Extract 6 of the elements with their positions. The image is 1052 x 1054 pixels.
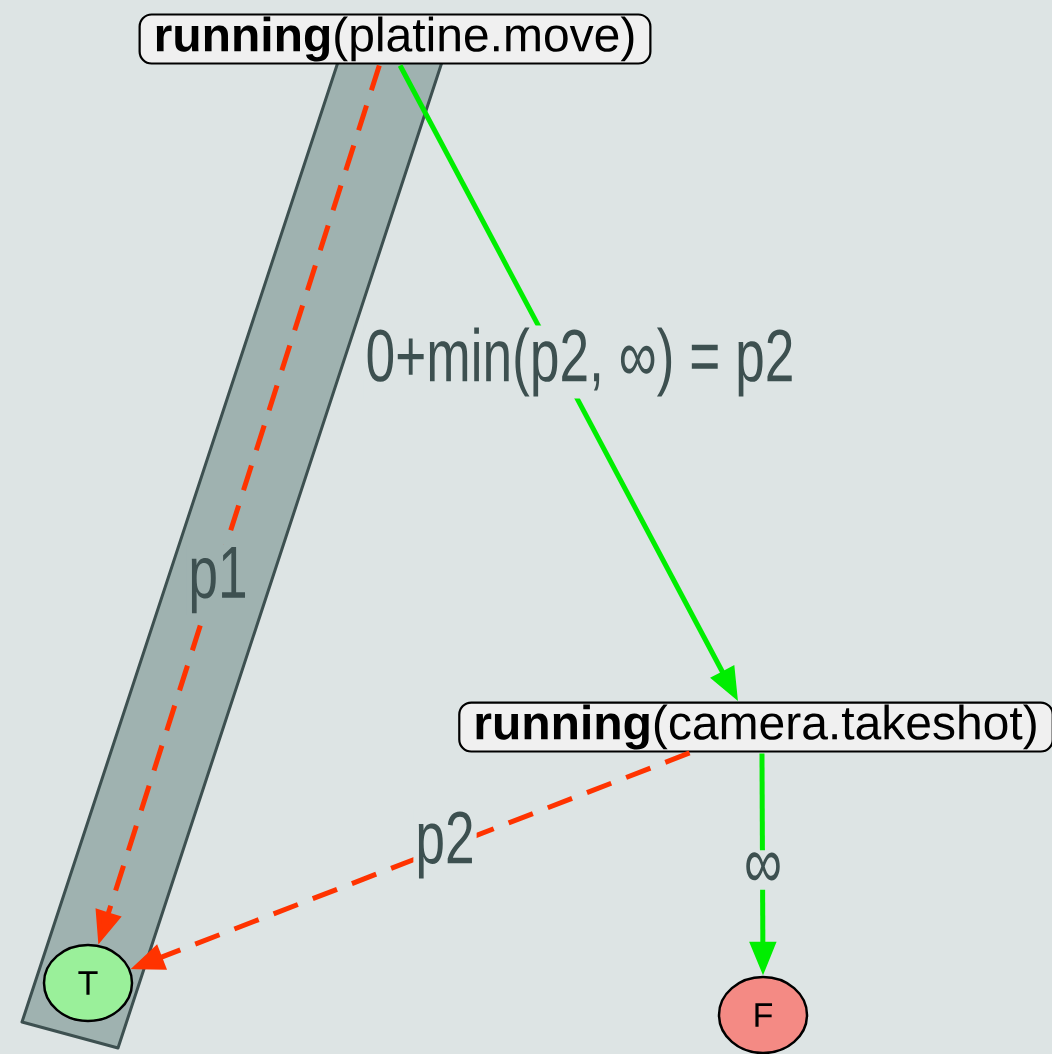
edge-label: ∞: [742, 850, 784, 890]
state-box: running(camera.takeshot): [458, 701, 1052, 753]
edge-label: 0+min(p2, ∞) = p2: [363, 325, 797, 399]
edge-label: p2: [413, 809, 477, 881]
edge-label: p1: [186, 544, 250, 616]
state-box: running(platine.move): [138, 13, 652, 65]
